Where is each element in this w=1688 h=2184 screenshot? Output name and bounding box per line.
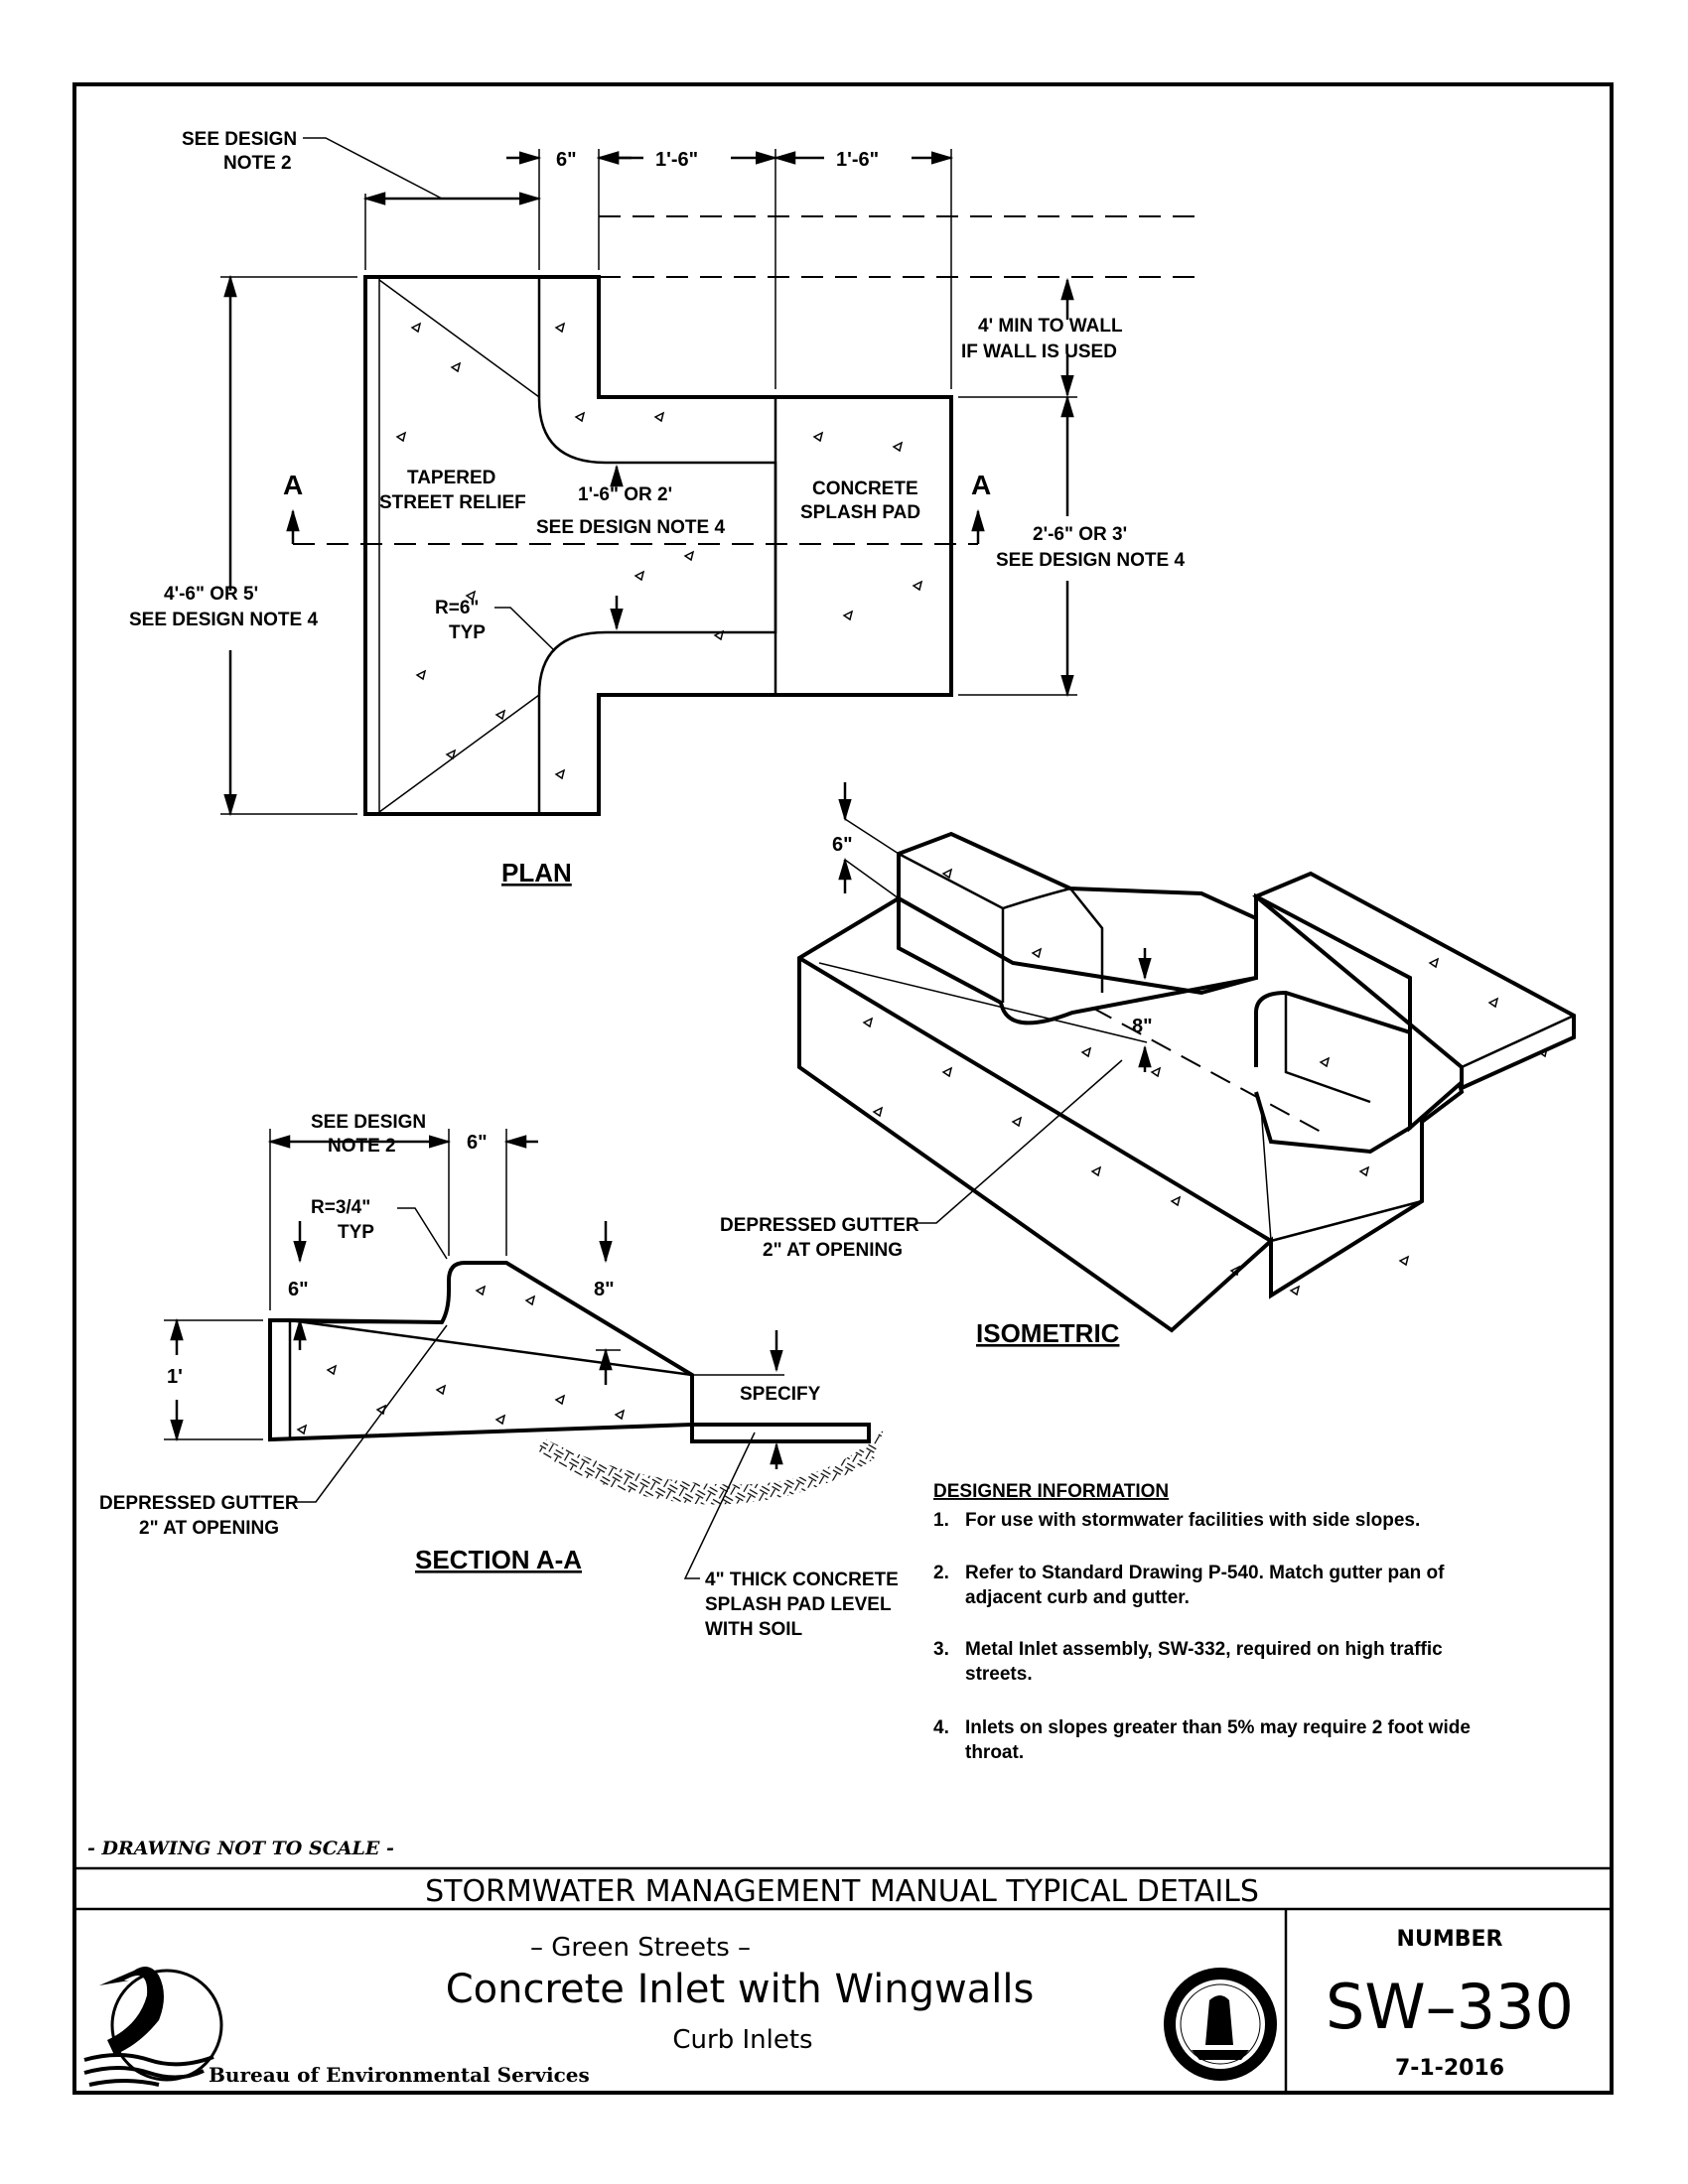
- drawing-number: SW–330: [1326, 1971, 1574, 2043]
- drawing-subtitle: Curb Inlets: [672, 2025, 812, 2055]
- section-view: SEE DESIGN NOTE 2 6" R=3/4" TYP 6" 8" 1'…: [99, 1112, 899, 1640]
- label-isometric-dim-6: 6": [832, 834, 853, 856]
- label-isometric-gutter-1: 2" AT OPENING: [763, 1240, 903, 1261]
- label-section-radius-1: TYP: [338, 1222, 374, 1243]
- isometric-title: ISOMETRIC: [976, 1318, 1120, 1348]
- label-isometric-dim-8: 8": [1132, 1016, 1153, 1037]
- title-category: – Green Streets –: [530, 1933, 751, 1963]
- label-section-dim-1: 1': [167, 1366, 183, 1388]
- label-plan-see-design-note-2-1: NOTE 2: [223, 153, 292, 174]
- label-plan-splash-1: SPLASH PAD: [800, 502, 920, 523]
- label-section-gutter-0: DEPRESSED GUTTER: [99, 1493, 299, 1514]
- label-designer-info-notes-1-0: 2.: [933, 1563, 949, 1583]
- label-plan-wall-note-0: 4' MIN TO WALL: [978, 316, 1123, 337]
- label-designer-info-notes-3-1: Inlets on slopes greater than 5% may req…: [965, 1717, 1471, 1738]
- label-section-see-design-note-2-0: SEE DESIGN: [311, 1112, 426, 1133]
- label-section-splash-note-2: WITH SOIL: [705, 1619, 803, 1640]
- label-designer-info-notes-2-2: streets.: [965, 1664, 1033, 1685]
- drawing-title: Concrete Inlet with Wingwalls: [446, 1967, 1035, 2012]
- label-plan-radius-0: R=6": [435, 598, 479, 618]
- designer-information: DESIGNER INFORMATION 1. For use with sto…: [933, 1481, 1471, 1763]
- city-seal: [1164, 1968, 1277, 2081]
- label-plan-dim-top-2: 1'-6": [836, 149, 879, 171]
- label-plan-wall-note-1: IF WALL IS USED: [961, 341, 1117, 362]
- label-designer-info-notes-2-1: Metal Inlet assembly, SW-332, required o…: [965, 1639, 1443, 1660]
- section-mark-left: A: [283, 470, 303, 500]
- label-designer-info-notes-3-2: throat.: [965, 1742, 1024, 1763]
- designer-info-heading: DESIGNER INFORMATION: [933, 1481, 1169, 1502]
- label-plan-throat-1: SEE DESIGN NOTE 4: [536, 517, 725, 538]
- label-section-dim-8: 8": [594, 1279, 615, 1300]
- label-plan-right-dim-0: 2'-6" OR 3': [1033, 524, 1127, 545]
- label-section-radius-0: R=3/4": [311, 1197, 370, 1218]
- not-to-scale-note: - DRAWING NOT TO SCALE -: [87, 1838, 394, 1859]
- label-plan-dim-top-1: 1'-6": [655, 149, 698, 171]
- section-mark-right: A: [971, 470, 991, 500]
- label-section-dim-6-left: 6": [288, 1279, 309, 1300]
- label-plan-left-dim-1: SEE DESIGN NOTE 4: [129, 610, 318, 630]
- label-plan-splash-0: CONCRETE: [812, 478, 918, 499]
- label-section-gutter-1: 2" AT OPENING: [139, 1518, 279, 1539]
- label-plan-right-dim-1: SEE DESIGN NOTE 4: [996, 550, 1185, 571]
- heron-logo: [83, 1967, 223, 2087]
- plan-inlet-outline: [363, 275, 953, 816]
- label-plan-dim-top-0: 6": [556, 149, 577, 171]
- label-plan-tapered-0: TAPERED: [407, 468, 495, 488]
- sheet-border: [72, 82, 1614, 2095]
- isometric-view: 6" 8" DEPRESSED GUTTER 2" AT OPENING ISO…: [720, 782, 1576, 1348]
- number-label: NUMBER: [1397, 1927, 1503, 1952]
- section-title: SECTION A-A: [415, 1545, 582, 1574]
- label-plan-tapered-1: STREET RELIEF: [379, 492, 526, 513]
- label-designer-info-notes-3-0: 4.: [933, 1717, 949, 1738]
- plan-view: A A 6" 1'-6" 1'-6" SEE DESIGN NOTE 2: [129, 129, 1201, 887]
- title-block: STORMWATER MANAGEMENT MANUAL TYPICAL DET…: [74, 1866, 1612, 2093]
- title-block-header: STORMWATER MANAGEMENT MANUAL TYPICAL DET…: [425, 1874, 1259, 1909]
- label-section-dim-6-top: 6": [467, 1132, 488, 1154]
- label-isometric-gutter-0: DEPRESSED GUTTER: [720, 1215, 919, 1236]
- label-plan-throat-0: 1'-6" OR 2': [578, 484, 672, 505]
- label-section-splash-note-0: 4" THICK CONCRETE: [705, 1570, 899, 1590]
- label-designer-info-notes-1-2: adjacent curb and gutter.: [965, 1587, 1190, 1608]
- label-plan-see-design-note-2-0: SEE DESIGN: [182, 129, 297, 150]
- label-section-see-design-note-2-1: NOTE 2: [328, 1136, 396, 1157]
- revision-date: 7-1-2016: [1395, 2056, 1504, 2081]
- bureau-name: Bureau of Environmental Services: [209, 2063, 590, 2087]
- label-plan-left-dim-0: 4'-6" OR 5': [164, 584, 258, 605]
- label-plan-radius-1: TYP: [449, 622, 486, 643]
- label-designer-info-notes-2-0: 3.: [933, 1639, 949, 1660]
- plan-title: PLAN: [501, 858, 572, 887]
- label-section-splash-note-1: SPLASH PAD LEVEL: [705, 1594, 892, 1615]
- label-designer-info-notes-0-1: For use with stormwater facilities with …: [965, 1510, 1420, 1531]
- label-designer-info-notes-0-0: 1.: [933, 1510, 949, 1531]
- label-designer-info-notes-1-1: Refer to Standard Drawing P-540. Match g…: [965, 1563, 1445, 1583]
- label-section-specify: SPECIFY: [740, 1384, 821, 1405]
